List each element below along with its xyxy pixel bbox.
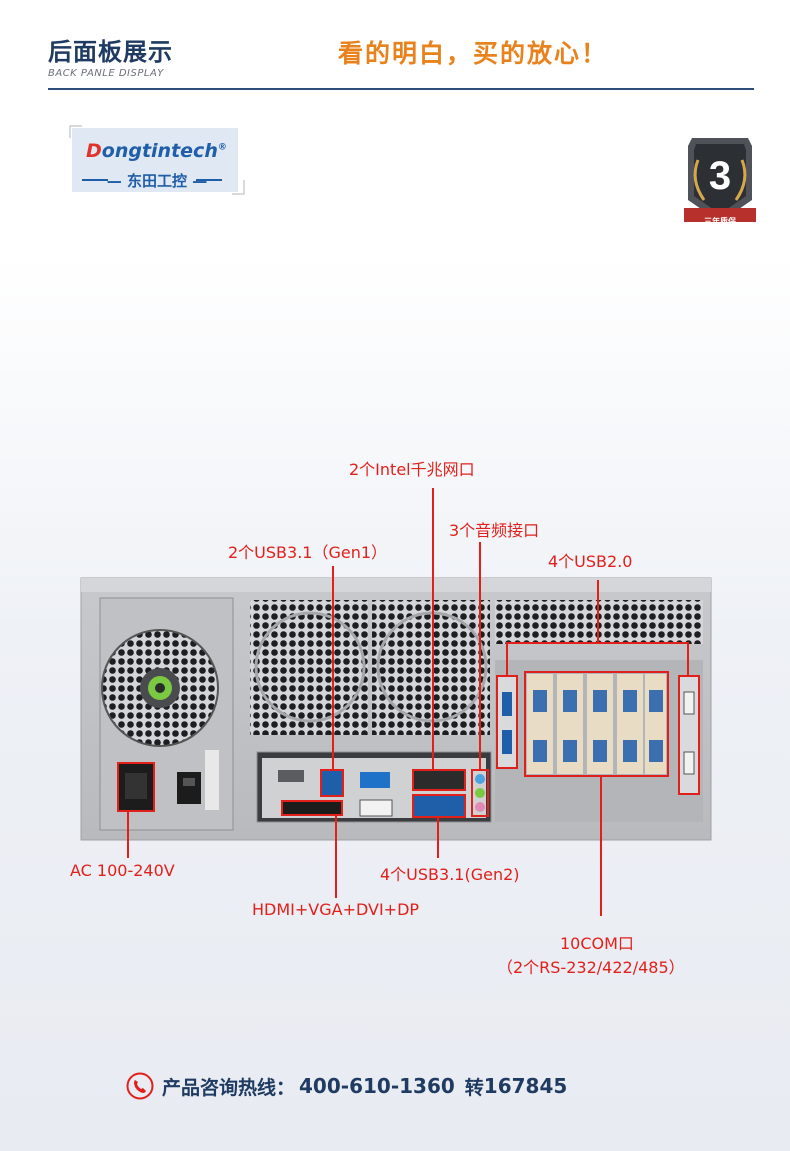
chassis xyxy=(80,577,712,841)
brand-logo: Dongtintech® — 东田工控 — xyxy=(68,122,246,196)
hotline-label: 产品咨询热线： xyxy=(162,1076,296,1099)
video-ports xyxy=(281,800,343,816)
usb20-callout: 4个USB2.0 xyxy=(548,552,633,571)
ac-callout: AC 100-240V xyxy=(70,861,175,880)
usb31-gen1-callout: 2个USB3.1（Gen1） xyxy=(228,543,388,562)
slogan: 看的明白，买的放心！ xyxy=(338,39,609,68)
lan-callout: 2个Intel千兆网口 xyxy=(349,460,475,479)
usb20-card-right xyxy=(678,675,700,795)
brand-name-cn: — 东田工控 — xyxy=(106,172,208,190)
brand-name-en: Dongtintech® xyxy=(86,140,227,162)
audio-callout: 3个音频接口 xyxy=(449,521,540,540)
lan-ports xyxy=(412,769,466,791)
power-switch-icon xyxy=(177,772,201,804)
io-shield xyxy=(256,751,492,823)
header-divider xyxy=(48,88,754,90)
page-subtitle: BACK PANLE DISPLAY xyxy=(48,68,164,79)
hotline: 产品咨询热线： 400-610-1360 转 167845 xyxy=(126,1071,567,1101)
warranty-years: 3 xyxy=(708,154,732,198)
hotline-extension: 167845 xyxy=(483,1074,568,1098)
warranty-shield-icon: 3 三年质保 xyxy=(680,130,760,230)
usb-gen2-ports xyxy=(412,794,466,818)
ac-socket xyxy=(117,762,155,812)
phone-icon xyxy=(126,1072,154,1100)
hotline-number[interactable]: 400-610-1360 xyxy=(299,1074,455,1098)
warranty-text: 三年质保 xyxy=(704,217,736,226)
com-callout: 10COM口 xyxy=(560,934,634,953)
com-cards xyxy=(524,671,669,777)
usb20-card-left xyxy=(496,675,518,769)
psu xyxy=(99,597,234,831)
usb31-gen2-callout: 4个USB3.1(Gen2) xyxy=(380,865,520,884)
page-title: 后面板展示 xyxy=(48,38,173,66)
com-detail-callout: （2个RS-232/422/485） xyxy=(497,958,685,977)
fan-icon xyxy=(101,629,219,747)
video-callout: HDMI+VGA+DVI+DP xyxy=(252,900,420,919)
hotline-ext-label: 转 xyxy=(464,1076,484,1099)
